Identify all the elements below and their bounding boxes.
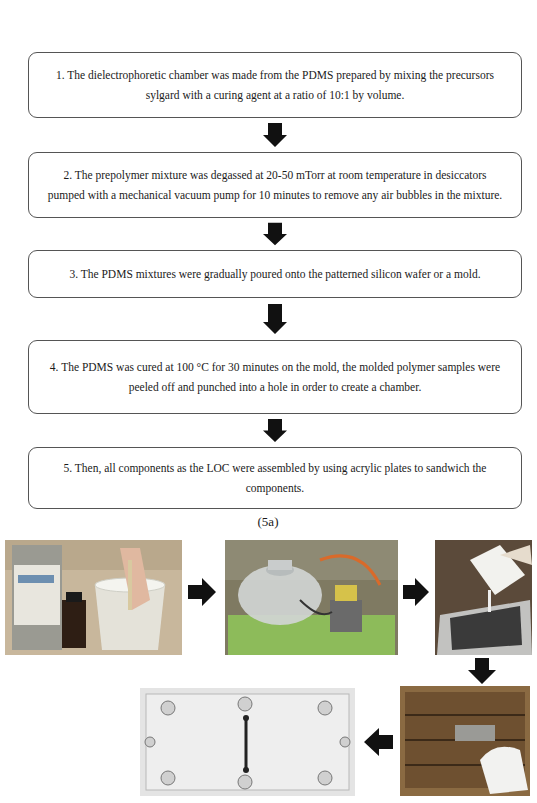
pouring-photo — [435, 540, 532, 655]
process-box: 1. The dielectrophoretic chamber was mad… — [28, 52, 522, 118]
step-text: 2. The prepolymer mixture was degassed a… — [29, 161, 521, 209]
step-arrow — [468, 658, 496, 684]
step-arrow — [188, 578, 216, 606]
process-box: 4. The PDMS was cured at 100 °C for 30 m… — [28, 340, 522, 414]
process-box: 3. The PDMS mixtures were gradually pour… — [28, 250, 522, 298]
flow-arrow — [263, 419, 287, 442]
degassing-photo — [225, 540, 398, 655]
flow-arrow — [263, 304, 287, 334]
flow-arrow — [263, 123, 287, 147]
step-arrow — [364, 728, 393, 756]
step-text: 4. The PDMS was cured at 100 °C for 30 m… — [29, 353, 521, 401]
assembled-chip-photo — [140, 688, 355, 796]
process-box: 5. Then, all components as the LOC were … — [28, 447, 522, 509]
process-box: 2. The prepolymer mixture was degassed a… — [28, 152, 522, 218]
step-text: 3. The PDMS mixtures were gradually pour… — [51, 260, 498, 288]
mixing-photo — [5, 540, 182, 655]
curing-photo — [400, 686, 530, 796]
step-text: 5. Then, all components as the LOC were … — [29, 454, 521, 502]
step-text: 1. The dielectrophoretic chamber was mad… — [29, 61, 521, 109]
flow-arrow — [263, 223, 287, 245]
figure-label: (5a) — [218, 514, 318, 530]
step-arrow — [403, 578, 429, 606]
